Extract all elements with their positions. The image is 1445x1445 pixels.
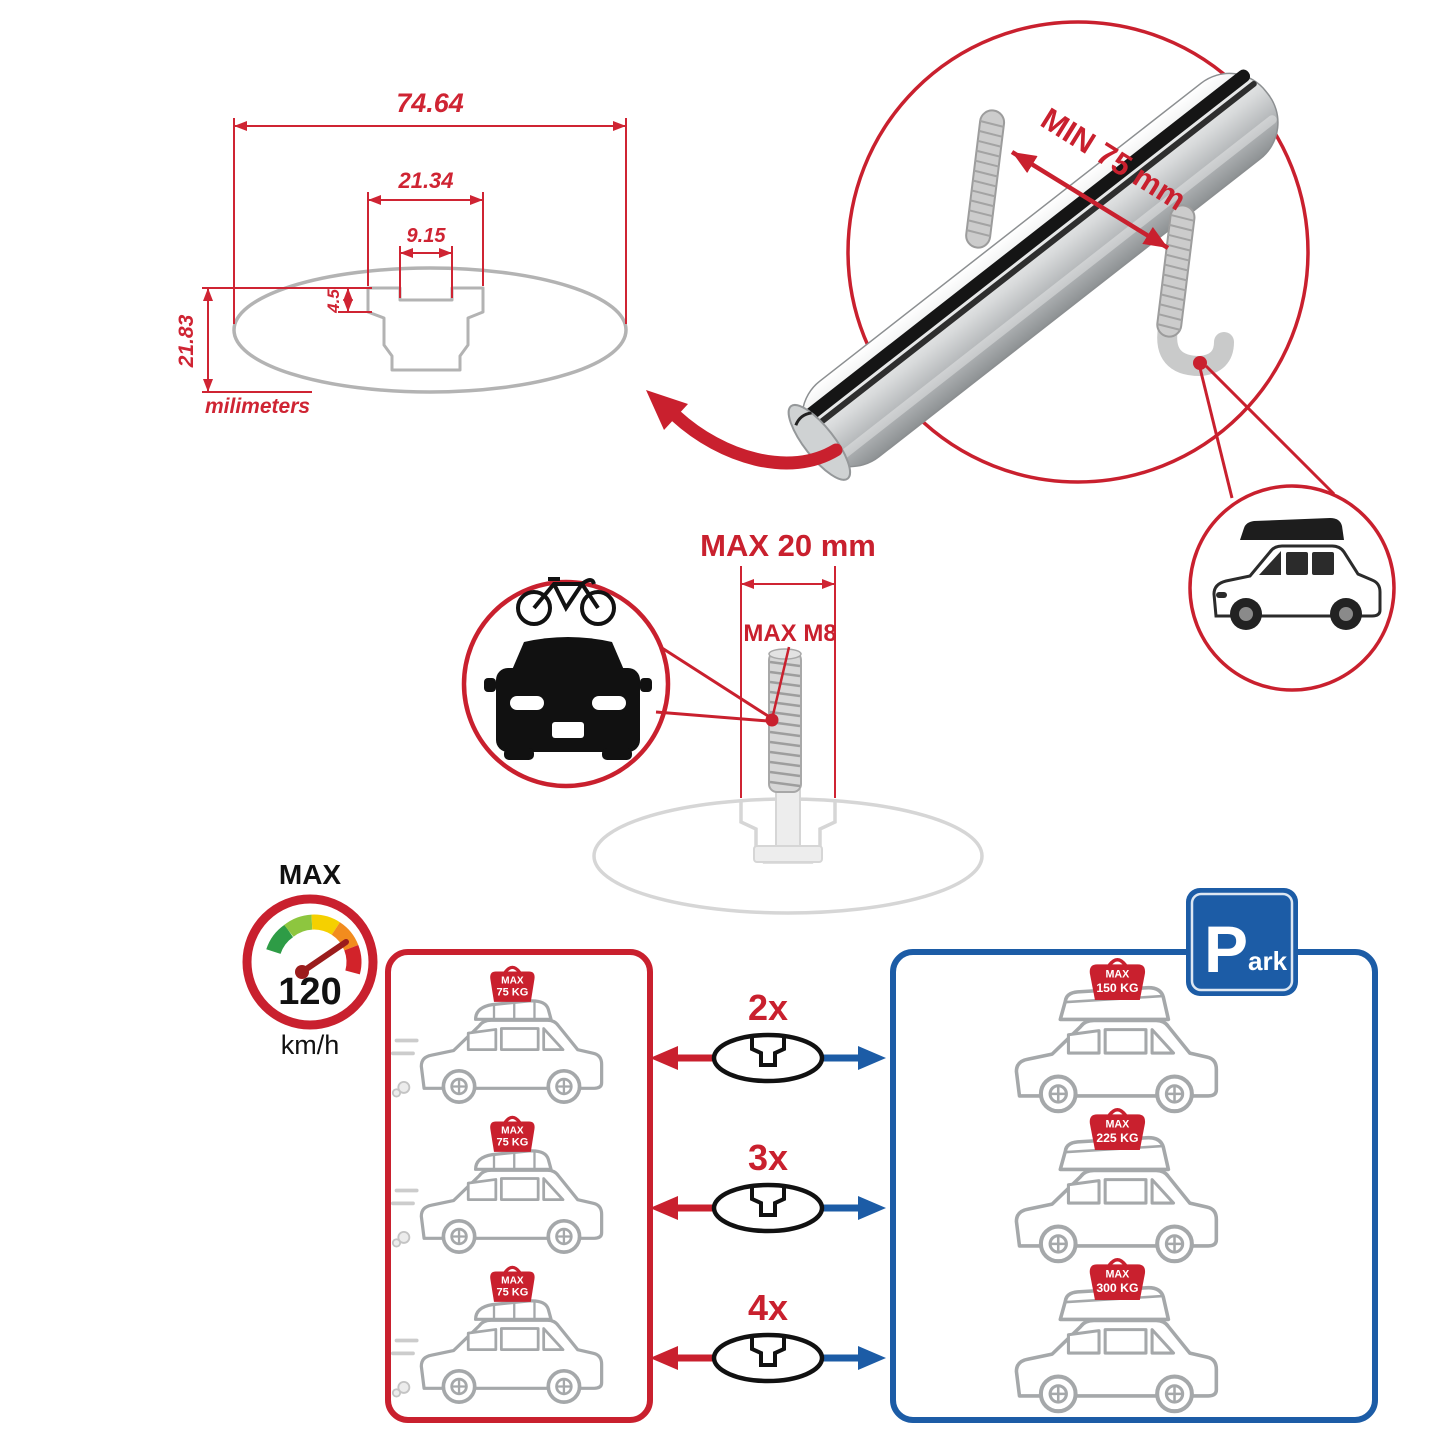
driving-car-1: MAX 75 KG: [390, 965, 604, 1104]
bike-icon: [516, 577, 616, 626]
bike-car-badge: [461, 577, 671, 789]
driving-car-2: MAX 75 KG: [390, 1115, 604, 1254]
speed-gauge-title: MAX: [279, 859, 342, 890]
callout-line-right: [1204, 364, 1336, 496]
dimension-channel-outer: 21.34: [397, 168, 453, 193]
arrow-left-icon: [650, 1046, 678, 1070]
park-sign-letter: P: [1204, 912, 1248, 986]
multiplier-label: 4x: [748, 1287, 788, 1328]
suv-body-icon: [1212, 544, 1382, 618]
t-slot-channel-profile: [366, 286, 485, 372]
gauge-hub: [295, 965, 309, 979]
load-tag-label: MAX: [501, 975, 524, 986]
clamp-rod-front: [1156, 204, 1196, 338]
dimension-channel-inner: 9.15: [407, 225, 447, 247]
load-tag: [1089, 1264, 1146, 1301]
bolt-section: MAX 20 mm MAX M8: [461, 528, 984, 915]
dimension-lines: [202, 118, 627, 393]
load-tag-label: MAX: [1106, 969, 1131, 981]
load-tag-value: 225 KG: [1096, 1131, 1138, 1145]
speed-gauge: MAX 120 km/h: [242, 859, 378, 1060]
arrow-left-icon: [650, 1346, 678, 1370]
bolt-width-dimension: [740, 566, 836, 798]
arrow-right-icon: [858, 1346, 886, 1370]
gauge-arc-segments: [266, 914, 362, 975]
park-sign: P ark: [1186, 888, 1298, 996]
load-tag: [490, 1121, 535, 1152]
pointer-arrow-curve: [669, 409, 843, 470]
load-tag: [490, 971, 535, 1002]
speed-value: 120: [278, 971, 341, 1013]
load-tag-value: 150 KG: [1096, 981, 1138, 995]
load-tag-label: MAX: [501, 1275, 524, 1286]
crossbar-profile-icon: [711, 1332, 825, 1384]
car-front-icon: [484, 637, 652, 760]
min-distance-arrow: [1010, 150, 1170, 250]
crossbar-profile-icon: [711, 1032, 825, 1084]
bottom-section: MAX 120 km/h MAX 75 KG: [242, 859, 1378, 1423]
bike-callout-line-top: [661, 646, 769, 718]
arrow-right-icon: [858, 1196, 886, 1220]
speed-unit: km/h: [281, 1030, 340, 1060]
driving-car-3: MAX 75 KG: [390, 1265, 604, 1404]
multiplier-label: 3x: [748, 1137, 788, 1178]
load-tag-label: MAX: [1106, 1119, 1131, 1131]
load-tag-label: MAX: [501, 1125, 524, 1136]
dimension-total-width: 74.64: [396, 88, 464, 118]
arrow-left-icon: [650, 1196, 678, 1220]
threaded-stud: [768, 648, 802, 793]
pointer-arrow-head: [646, 390, 688, 430]
load-tag-value: 75 KG: [496, 1136, 528, 1148]
park-sign-suffix: ark: [1248, 946, 1288, 976]
crossbar-detail: MIN 75 mm: [646, 20, 1396, 692]
arrow-right-icon: [858, 1046, 886, 1070]
clamp-rod-rear: [965, 109, 1006, 249]
multiplier-row-3: 4x: [650, 1287, 886, 1384]
callout-line-left: [1198, 367, 1234, 499]
load-tag-value: 300 KG: [1096, 1281, 1138, 1295]
unit-label: milimeters: [205, 395, 310, 418]
load-tag-label: MAX: [1106, 1269, 1131, 1281]
suv-roofbox-badge: [1188, 484, 1396, 692]
ghost-bolt-foot: [753, 845, 823, 863]
bolt-thread-pointer: [771, 646, 791, 716]
callout-dot: [1193, 356, 1207, 370]
roof-box-icon: [1240, 518, 1344, 540]
cross-section-drawing: 74.64 21.34 9.15 4.5 21.83 milimeters: [175, 88, 628, 418]
parked-car-2: MAX 225 KG: [1016, 1107, 1216, 1261]
bolt-thread-label: MAX M8: [743, 620, 836, 647]
bike-callout-line-bottom: [655, 710, 769, 723]
bolt-pointer-dot: [765, 713, 779, 727]
dimension-lip-depth: 4.5: [324, 289, 343, 314]
parked-car-1: MAX 150 KG: [1016, 957, 1216, 1111]
load-tag: [490, 1271, 535, 1302]
parked-car-3: MAX 300 KG: [1016, 1257, 1216, 1411]
dimension-total-height: 21.83: [175, 314, 198, 368]
multiplier-row-1: 2x: [650, 987, 886, 1084]
multiplier-label: 2x: [748, 987, 788, 1028]
crossbar-profile-icon: [711, 1182, 825, 1234]
load-tag: [1089, 964, 1146, 1001]
load-tag-value: 75 KG: [496, 986, 528, 998]
load-tag-value: 75 KG: [496, 1286, 528, 1298]
gauge-needle: [299, 939, 349, 975]
bolt-width-label: MAX 20 mm: [700, 528, 876, 563]
multiplier-row-2: 3x: [650, 1137, 886, 1234]
load-tag: [1089, 1114, 1146, 1151]
ghost-bolt-shank: [775, 789, 801, 849]
